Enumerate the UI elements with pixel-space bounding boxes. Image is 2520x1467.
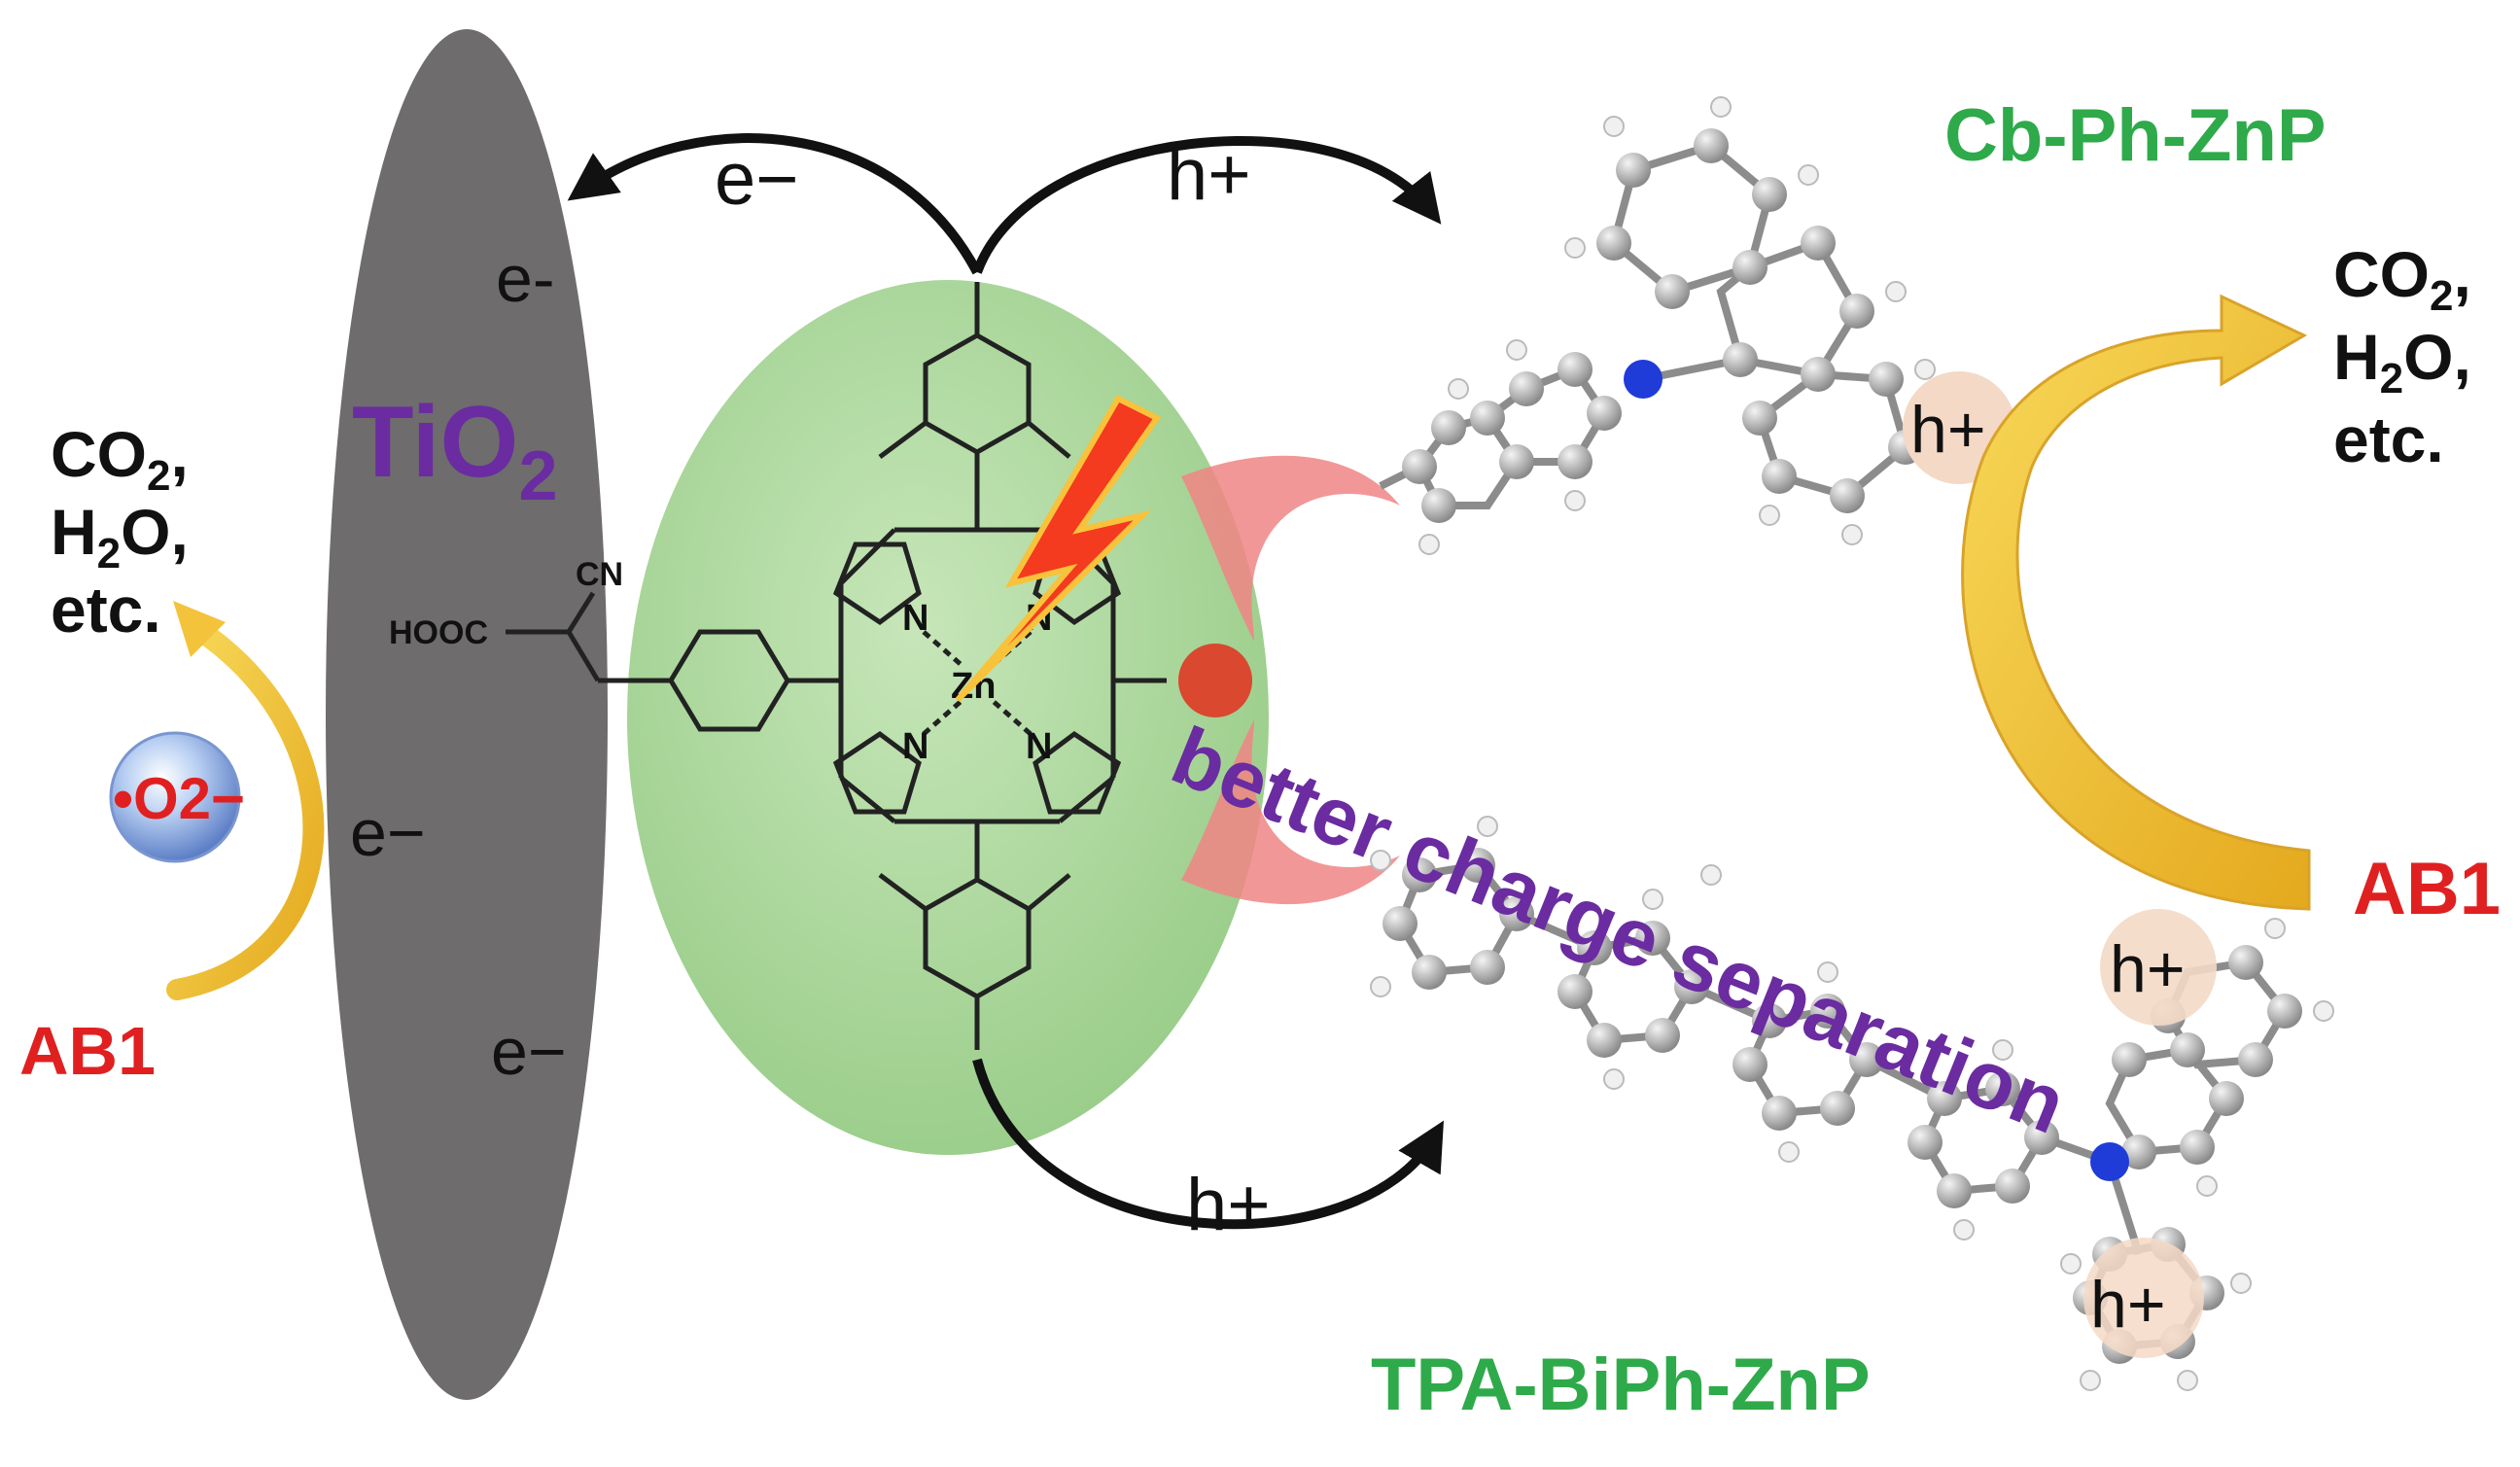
n-label-3: N [902,726,928,767]
products-left: CO2, H2O, etc. [51,418,189,646]
hole-label-3: h+ [2090,1268,2166,1342]
cn-label: CN [576,556,623,593]
product-co2-right: CO2, [2333,238,2471,320]
electron-label-bottom: e− [491,1015,567,1089]
tio2-ellipse [326,29,608,1400]
electron-transfer-label: e− [715,138,799,221]
n-label-4: N [1026,726,1052,767]
porphyrin-ellipse [627,280,1269,1155]
molecule-icon-cb-ph [1381,97,1949,554]
hooc-label: HOOC [389,614,488,651]
superoxide-label: •O2− [113,766,245,831]
product-h2o-left: H2O, [51,496,189,577]
hole-transfer-label-bottom: h+ [1186,1164,1271,1246]
hole-label-2: h+ [2110,932,2186,1006]
ab1-right-label: AB1 [2353,848,2501,930]
hole-label-1: h+ [1910,393,1986,467]
product-etc-right: etc. [2333,403,2444,475]
curved-arrow-icon-large [1963,297,2309,909]
product-h2o-right: H2O, [2333,321,2471,402]
electron-label-top: e- [496,242,554,316]
n-label-1: N [902,598,928,639]
sphere-icon: •O2− [111,733,245,861]
products-right: CO2, H2O, etc. [2333,238,2471,475]
tpa-biph-znp-label: TPA-BiPh-ZnP [1371,1344,1871,1426]
electron-label-mid: e− [350,796,426,870]
product-co2-left: CO2, [51,418,189,500]
hole-transfer-label-top: h+ [1167,133,1251,216]
product-etc-left: etc. [51,574,161,646]
ab1-left-label: AB1 [19,1013,156,1089]
cb-ph-znp-label: Cb-Ph-ZnP [1944,94,2327,177]
linker-dot [1178,644,1252,717]
